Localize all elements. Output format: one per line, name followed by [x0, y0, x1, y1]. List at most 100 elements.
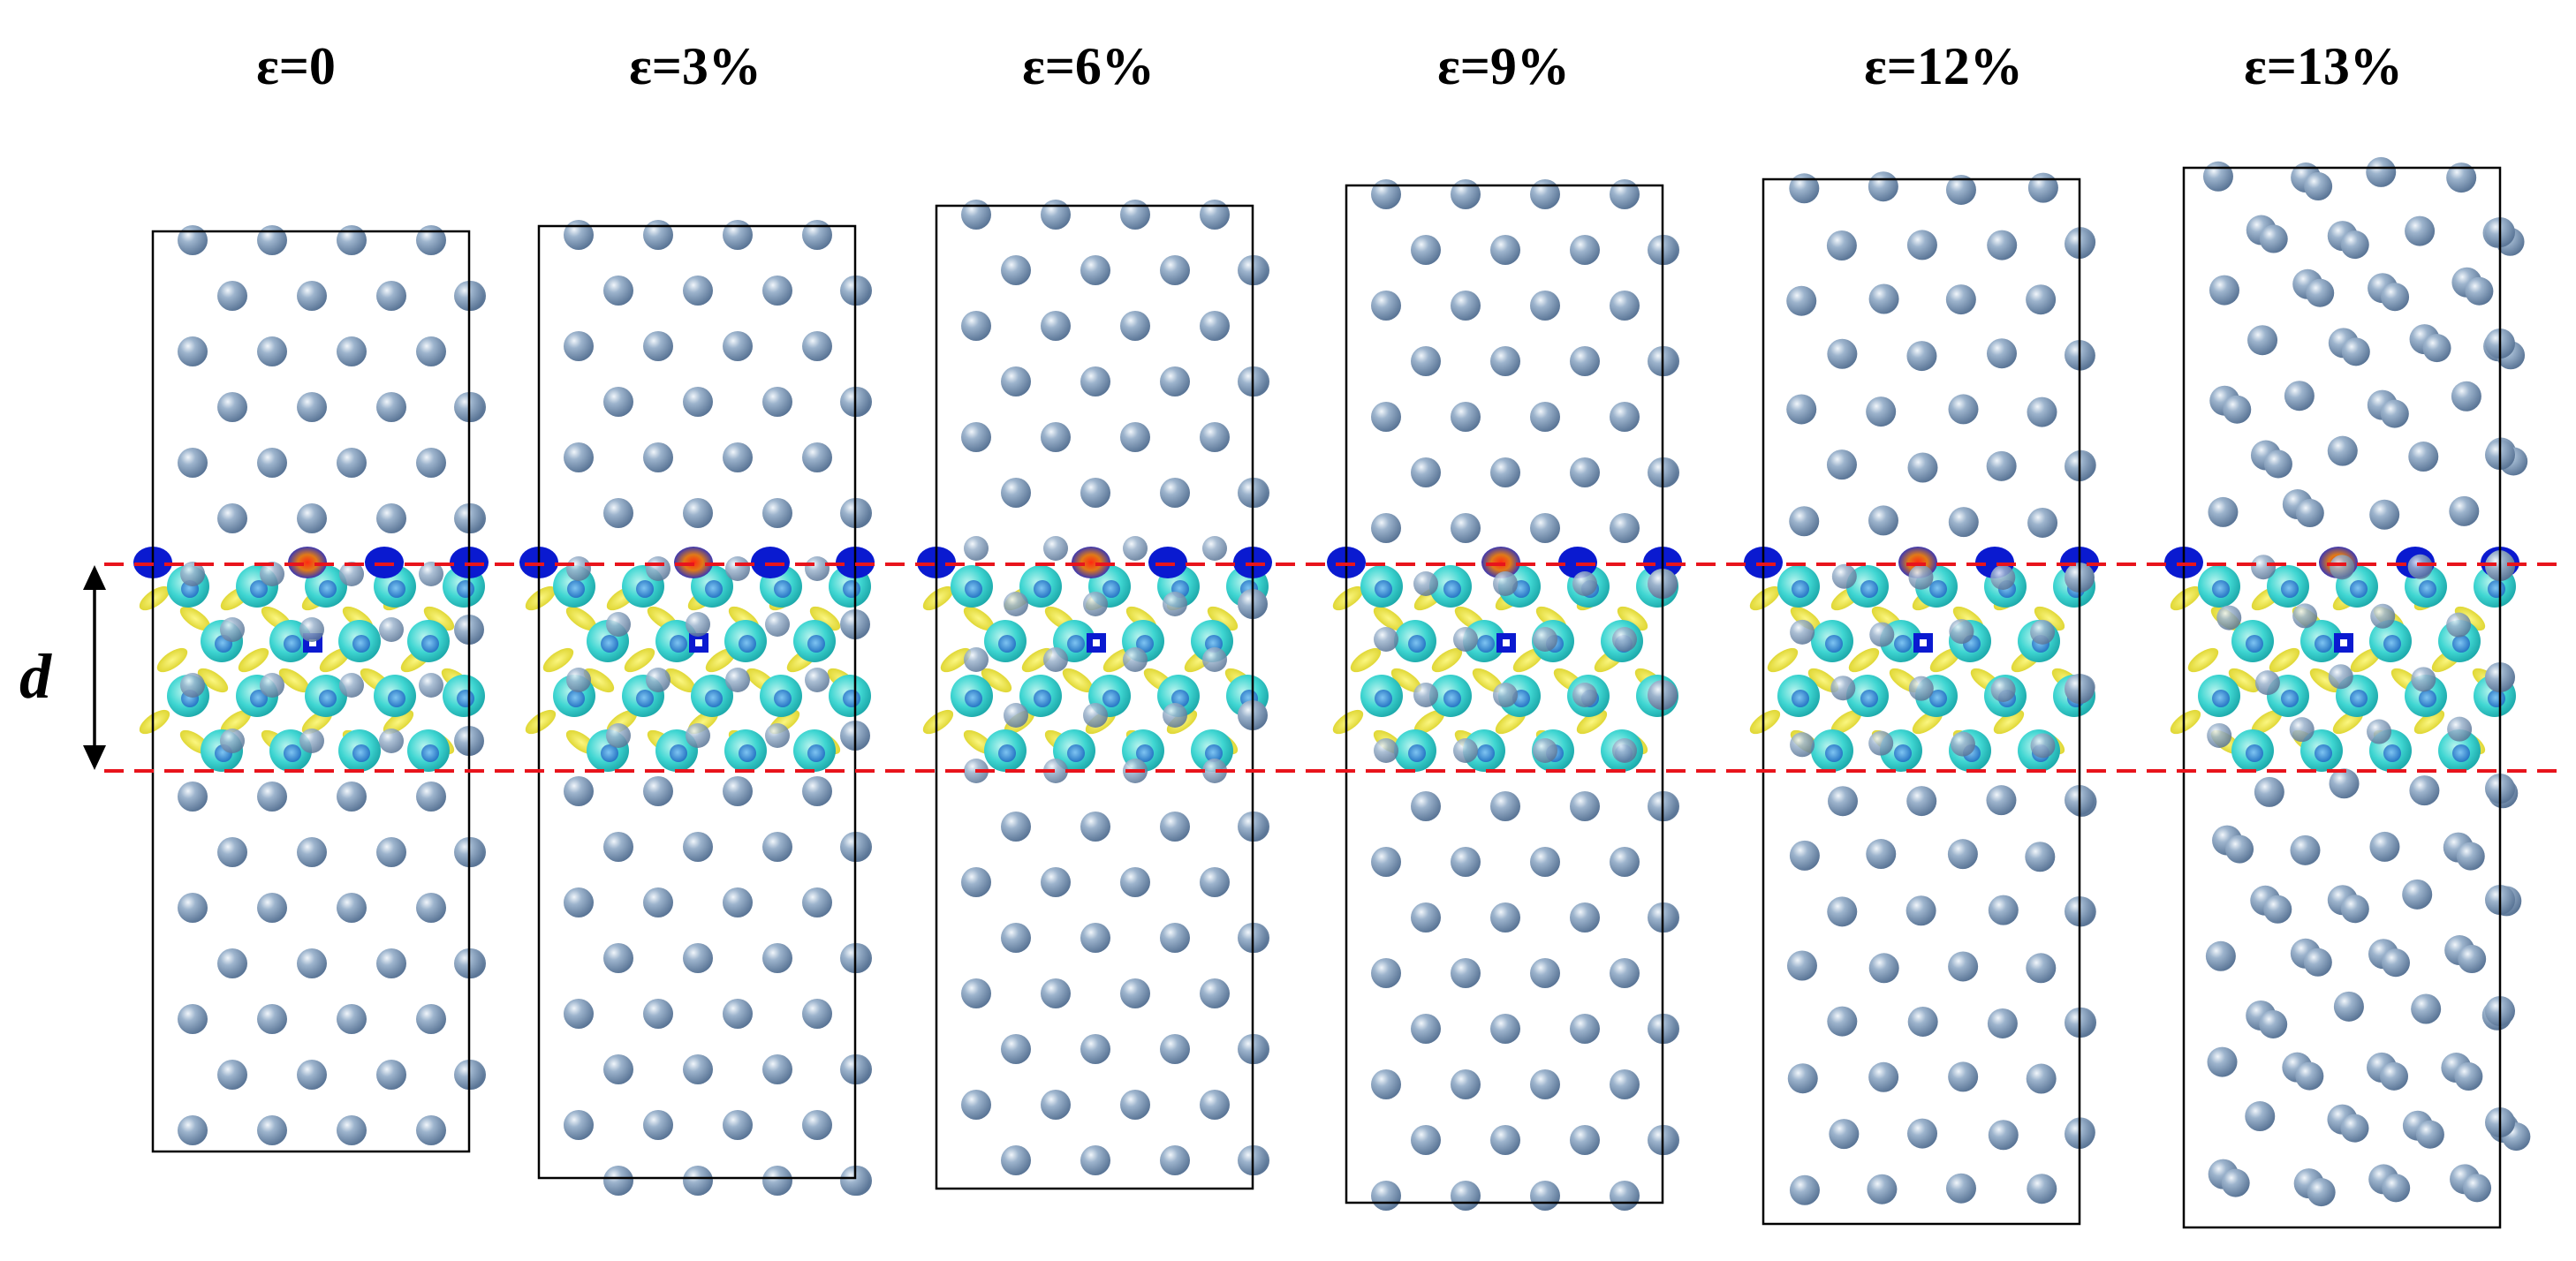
- atom: [376, 948, 406, 978]
- charge-depletion-core: [1102, 580, 1120, 598]
- atom: [297, 1060, 327, 1090]
- supercell-border-4: [1762, 177, 2081, 1226]
- atom: [1041, 978, 1071, 1008]
- atom: [2205, 940, 2236, 971]
- charge-accumulation-blob: [2350, 647, 2382, 673]
- charge-accumulation-blob: [1472, 668, 1504, 693]
- charge-accumulation-blob: [2170, 585, 2201, 611]
- atom: [260, 673, 284, 698]
- charge-accumulation-blob: [156, 647, 188, 673]
- atom: [1371, 1181, 1401, 1211]
- atom: [2290, 834, 2321, 865]
- atom: [1990, 676, 2016, 702]
- atom: [1411, 791, 1441, 821]
- atom: [762, 1166, 792, 1196]
- atom: [1987, 1008, 2018, 1038]
- charge-depletion-core: [284, 635, 301, 653]
- atom: [1827, 896, 1858, 927]
- atom: [1786, 285, 1817, 316]
- charge-depletion-core: [2488, 690, 2505, 707]
- atom: [723, 999, 753, 1029]
- panel-title-2: ε=6%: [1022, 37, 1155, 95]
- strong-depletion-square-center: [309, 639, 316, 646]
- atom: [2027, 507, 2058, 538]
- atom: [765, 612, 790, 637]
- atom: [376, 503, 406, 533]
- charge-accumulation-blob: [1390, 668, 1422, 693]
- atom: [2382, 1174, 2411, 1203]
- atom: [1530, 291, 1560, 321]
- atom: [1451, 1181, 1481, 1211]
- atom: [603, 1166, 633, 1196]
- atom: [723, 442, 753, 472]
- atom: [564, 442, 594, 472]
- atom: [1001, 1034, 1031, 1064]
- interface-width-label: d: [19, 641, 52, 712]
- atom: [564, 999, 594, 1029]
- atom: [1490, 1014, 1520, 1044]
- atom: [2027, 1174, 2057, 1204]
- atom: [1041, 422, 1071, 452]
- charge-depletion-core: [1825, 635, 1843, 653]
- charge-depletion-core: [1205, 744, 1223, 762]
- atom: [1786, 394, 1817, 425]
- atom: [1004, 592, 1028, 616]
- atom: [416, 1004, 446, 1034]
- charge-accumulation-blob: [1062, 668, 1094, 693]
- charge-accumulation-blob: [1749, 709, 1781, 735]
- atom: [1202, 536, 1227, 561]
- charge-depletion-core: [670, 744, 687, 762]
- charge-accumulation-blob: [220, 709, 252, 735]
- atom: [1530, 958, 1560, 988]
- atom: [2304, 172, 2333, 201]
- charge-depletion-core: [843, 690, 860, 707]
- atom: [337, 1115, 367, 1145]
- supercell-panels: [133, 156, 2531, 1229]
- charge-depletion-core: [1067, 744, 1085, 762]
- atom: [802, 1110, 832, 1140]
- atom: [1907, 452, 1938, 483]
- atom: [1908, 564, 1934, 590]
- atom: [1530, 179, 1560, 209]
- atom: [2456, 842, 2485, 871]
- charge-accumulation-blob: [1830, 709, 1862, 735]
- atom: [2208, 496, 2239, 527]
- atom: [646, 668, 671, 692]
- atom: [178, 893, 208, 923]
- strong-depletion-square-center: [2340, 639, 2347, 646]
- atom: [564, 331, 594, 361]
- charge-depletion-core: [567, 690, 585, 707]
- atom: [1160, 812, 1190, 842]
- charge-depletion-core: [1825, 744, 1843, 762]
- atom: [643, 331, 673, 361]
- atom: [961, 422, 991, 452]
- atom: [2263, 449, 2292, 479]
- atom: [564, 776, 594, 806]
- charge-depletion-core: [1375, 690, 1392, 707]
- atom: [1080, 366, 1110, 396]
- charge-accumulation-blob: [940, 647, 972, 673]
- atom: [1610, 179, 1640, 209]
- atom: [1120, 200, 1150, 230]
- atom: [1411, 346, 1441, 376]
- charge-depletion-core: [965, 580, 982, 598]
- atom: [1080, 1145, 1110, 1175]
- atom: [802, 999, 832, 1029]
- charge-depletion-core: [1375, 580, 1392, 598]
- atom: [603, 832, 633, 862]
- atom: [2025, 842, 2056, 872]
- atom: [961, 1090, 991, 1120]
- atom: [1451, 958, 1481, 988]
- atom: [1530, 402, 1560, 432]
- atom: [1202, 647, 1227, 672]
- atom: [1080, 1034, 1110, 1064]
- atom: [1120, 311, 1150, 341]
- atom: [1080, 923, 1110, 953]
- atom: [1945, 1173, 1976, 1204]
- atom: [416, 893, 446, 923]
- charge-accumulation-blob: [705, 647, 737, 673]
- charge-depletion-core: [2452, 635, 2470, 653]
- panel-title-1: ε=3%: [629, 37, 761, 95]
- atom: [1080, 812, 1110, 842]
